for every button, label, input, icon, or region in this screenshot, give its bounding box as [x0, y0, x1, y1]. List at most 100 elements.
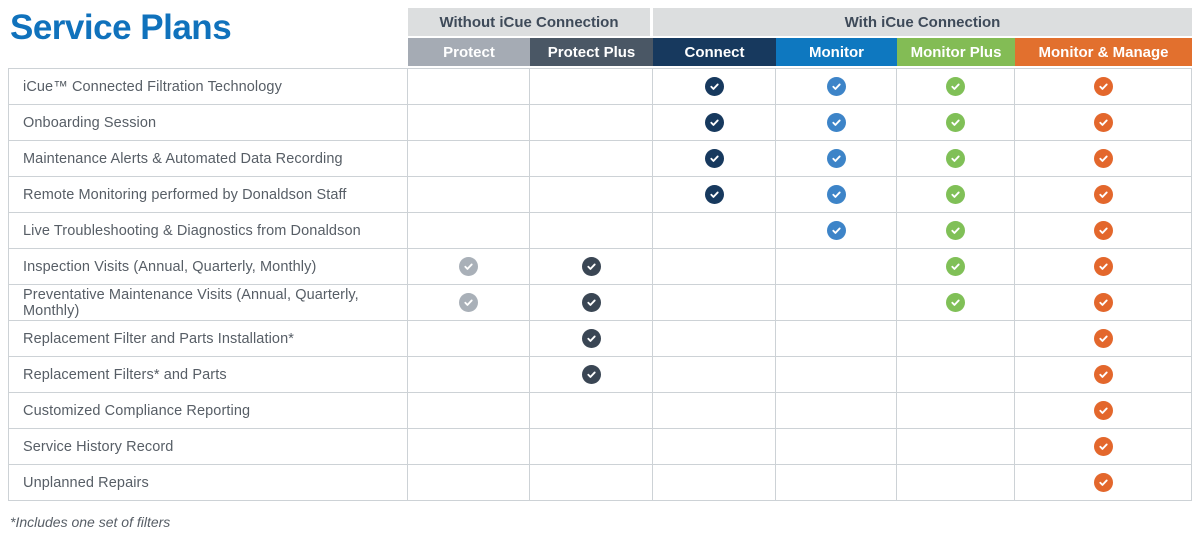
plan-cell: [1015, 213, 1192, 249]
column-header-monitor-plus: Monitor Plus: [897, 38, 1015, 66]
plan-cell: [897, 249, 1015, 285]
check-icon: [704, 113, 724, 132]
plan-cell: [897, 69, 1015, 105]
plan-cell: [530, 357, 653, 393]
check-glyph: [1098, 119, 1108, 126]
plan-cell: [653, 213, 776, 249]
plan-cell: [776, 429, 897, 465]
feature-label: Service History Record: [9, 429, 408, 465]
feature-label: Inspection Visits (Annual, Quarterly, Mo…: [9, 249, 408, 285]
check-icon: [1093, 149, 1113, 168]
check-glyph: [951, 299, 960, 306]
check-glyph: [951, 191, 960, 198]
plan-cell: [653, 69, 776, 105]
check-icon: [826, 149, 846, 168]
check-icon: [704, 149, 724, 168]
check-glyph: [709, 83, 719, 90]
table-row: Onboarding Session: [9, 105, 1192, 141]
column-header-connect: Connect: [653, 38, 776, 66]
plan-header-row: Protect Protect Plus Connect Monitor Mon…: [8, 38, 1200, 66]
plan-cell: [408, 249, 530, 285]
feature-label: Live Troubleshooting & Diagnostics from …: [9, 213, 408, 249]
plan-cell: [897, 141, 1015, 177]
feature-label: Preventative Maintenance Visits (Annual,…: [9, 285, 408, 321]
table-row: iCue™ Connected Filtration Technology: [9, 69, 1192, 105]
check-icon: [704, 185, 724, 204]
check-glyph: [586, 335, 596, 342]
plan-cell: [408, 393, 530, 429]
check-glyph: [831, 191, 841, 198]
plan-cell: [530, 465, 653, 501]
plan-cell: [897, 213, 1015, 249]
check-icon: [1093, 257, 1113, 276]
check-icon: [946, 149, 965, 168]
plan-cell: [653, 285, 776, 321]
check-icon: [946, 185, 965, 204]
check-glyph: [831, 119, 841, 126]
check-icon: [1093, 437, 1113, 456]
table-row: Live Troubleshooting & Diagnostics from …: [9, 213, 1192, 249]
check-icon: [1093, 365, 1113, 384]
plan-cell: [1015, 177, 1192, 213]
table-row: Remote Monitoring performed by Donaldson…: [9, 177, 1192, 213]
plan-cell: [653, 429, 776, 465]
footnote: *Includes one set of filters: [10, 514, 171, 530]
feature-label: Remote Monitoring performed by Donaldson…: [9, 177, 408, 213]
plan-cell: [653, 249, 776, 285]
check-icon: [946, 257, 965, 276]
group-header-with-icue: With iCue Connection: [653, 8, 1192, 36]
check-glyph: [709, 119, 719, 126]
column-header-monitor-manage: Monitor & Manage: [1015, 38, 1192, 66]
check-icon: [581, 257, 601, 276]
plan-cell: [530, 105, 653, 141]
check-glyph: [1098, 443, 1108, 450]
check-icon: [826, 185, 846, 204]
plan-cell: [530, 249, 653, 285]
table-row: Customized Compliance Reporting: [9, 393, 1192, 429]
plan-cell: [1015, 465, 1192, 501]
plan-cell: [530, 321, 653, 357]
plan-cell: [897, 429, 1015, 465]
check-glyph: [1098, 371, 1108, 378]
plan-cell: [530, 285, 653, 321]
plan-cell: [1015, 141, 1192, 177]
check-icon: [946, 77, 965, 96]
plan-cell: [776, 285, 897, 321]
plan-cell: [1015, 429, 1192, 465]
page-title: Service Plans: [10, 8, 232, 47]
check-glyph: [464, 299, 473, 306]
feature-label: iCue™ Connected Filtration Technology: [9, 69, 408, 105]
check-glyph: [831, 155, 841, 162]
plan-cell: [776, 69, 897, 105]
plan-cell: [897, 357, 1015, 393]
plan-cell: [897, 321, 1015, 357]
check-glyph: [1098, 335, 1108, 342]
plan-cell: [653, 357, 776, 393]
feature-label: Maintenance Alerts & Automated Data Reco…: [9, 141, 408, 177]
plan-cell: [408, 465, 530, 501]
check-glyph: [1098, 227, 1108, 234]
check-glyph: [951, 83, 960, 90]
plan-cell: [897, 177, 1015, 213]
check-icon: [459, 293, 478, 312]
table-row: Inspection Visits (Annual, Quarterly, Mo…: [9, 249, 1192, 285]
plan-cell: [530, 69, 653, 105]
feature-label: Unplanned Repairs: [9, 465, 408, 501]
check-icon: [1093, 293, 1113, 312]
check-icon: [704, 77, 724, 96]
plan-cell: [776, 213, 897, 249]
feature-label: Customized Compliance Reporting: [9, 393, 408, 429]
plan-cell: [1015, 69, 1192, 105]
check-icon: [826, 113, 846, 132]
check-icon: [946, 113, 965, 132]
check-icon: [946, 221, 965, 240]
check-glyph: [709, 191, 719, 198]
check-glyph: [1098, 191, 1108, 198]
plan-cell: [776, 249, 897, 285]
plan-cell: [408, 321, 530, 357]
column-header-protect-plus: Protect Plus: [530, 38, 653, 66]
check-icon: [1093, 329, 1113, 348]
check-glyph: [951, 119, 960, 126]
check-glyph: [1098, 263, 1108, 270]
